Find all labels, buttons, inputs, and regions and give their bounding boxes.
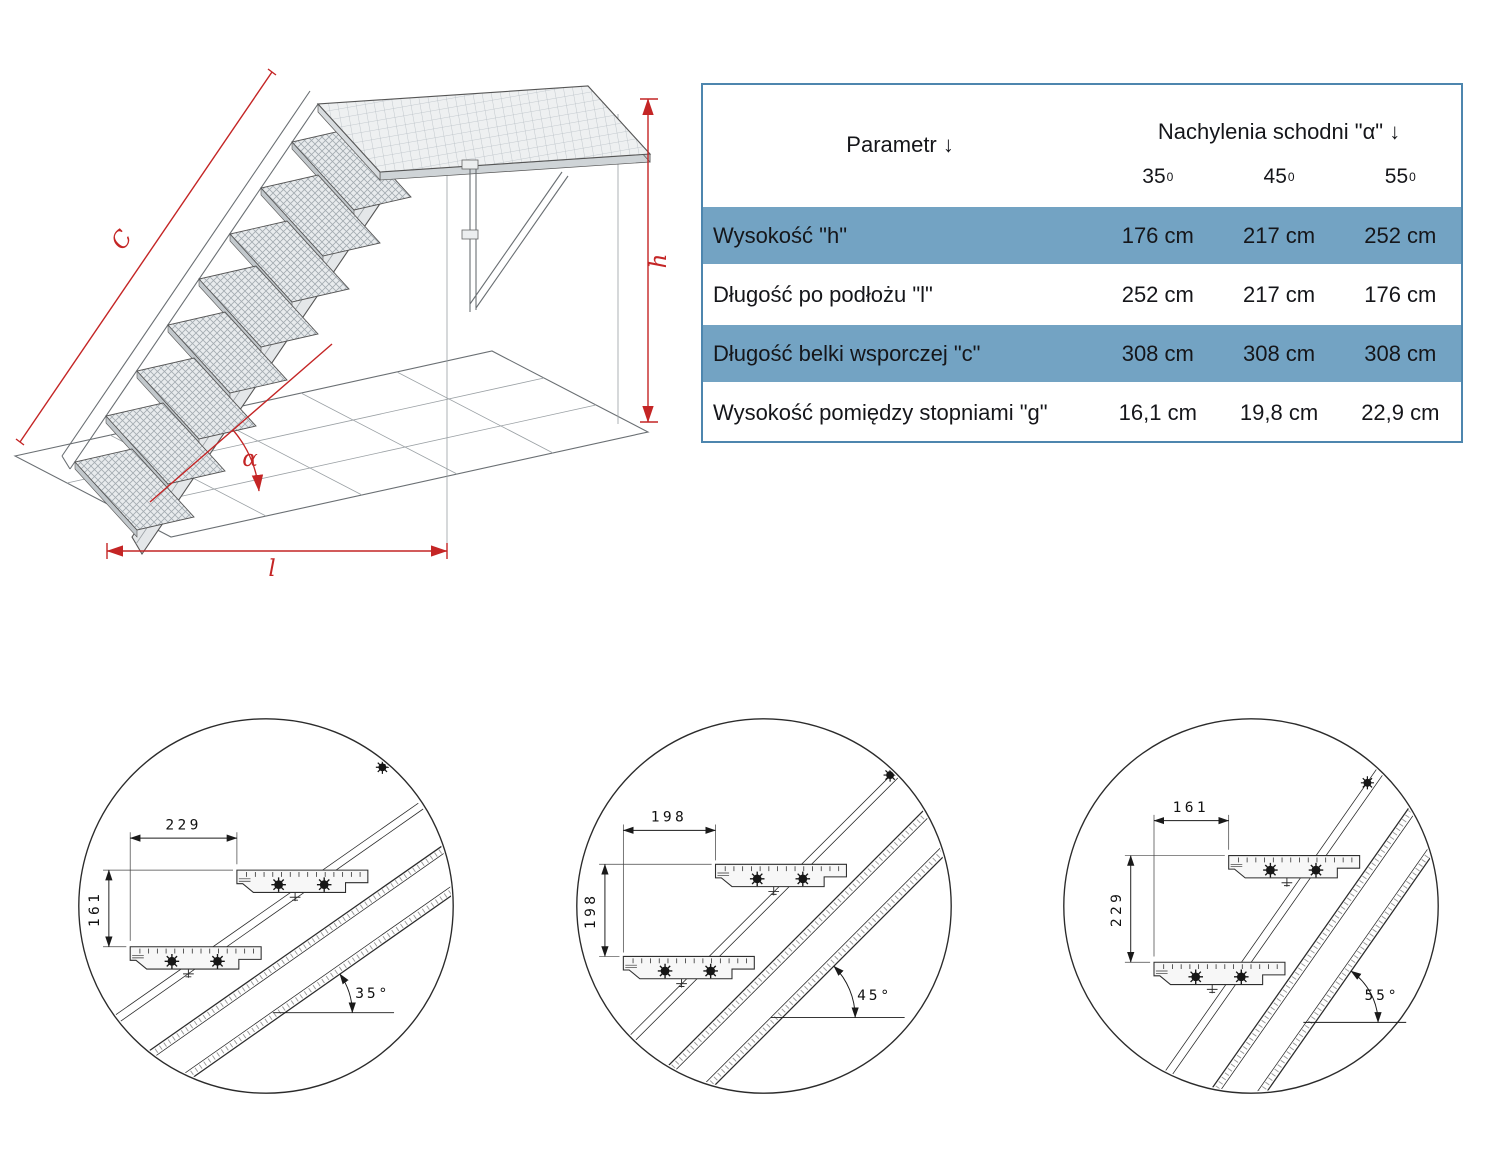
cell-value: 308 cm	[1242, 340, 1316, 366]
dimension-alpha: α	[149, 343, 333, 503]
row-label: Wysokość "h"	[713, 222, 848, 248]
angle-label: 35°	[355, 985, 390, 1002]
degree-mark: 0	[1409, 170, 1416, 184]
dimension-c: C	[15, 68, 277, 446]
detail-35-drawing: 229 161 35°	[78, 718, 454, 1094]
dim-l-label: l	[268, 556, 275, 582]
detail-55-drawing: 161 229 55°	[1063, 718, 1439, 1094]
detail-circle-outline	[1063, 718, 1439, 1094]
detail-circle-35: 229 161 35°	[72, 712, 460, 1100]
detail-45-dimensions: 198 198 45°	[582, 809, 905, 1019]
tread	[716, 864, 847, 895]
dim-h-label: h	[646, 254, 672, 269]
tread	[1229, 856, 1360, 887]
angle-label: 55°	[1364, 987, 1399, 1004]
detail-45-drawing: 198 198 45°	[576, 718, 952, 1094]
tread	[623, 956, 754, 987]
anchor-bolt-icon	[1360, 775, 1375, 790]
table-row: Długość po podłożu "l" 252 cm 217 cm 176…	[703, 264, 1461, 323]
angle-value: 35	[1142, 165, 1166, 188]
angle-label: 45°	[857, 987, 892, 1004]
tread	[1154, 962, 1285, 993]
run-dimension-label: 161	[1173, 799, 1209, 816]
cell-value: 22,9 cm	[1361, 399, 1440, 425]
cell-value: 176 cm	[1364, 281, 1437, 307]
cell-value: 16,1 cm	[1118, 399, 1197, 425]
rise-dimension-label: 229	[1108, 891, 1125, 927]
cell-value: 308 cm	[1121, 340, 1194, 366]
far-stringer	[61, 90, 319, 470]
angle-value: 55	[1384, 165, 1409, 188]
staircase-drawing-area: C h l α	[0, 4, 695, 664]
rise-dimension-label: 198	[582, 893, 599, 929]
cell-value: 176 cm	[1121, 222, 1194, 248]
dimension-l: l	[106, 543, 448, 582]
table-row: Wysokość pomiędzy stopniami "g" 16,1 cm …	[703, 382, 1461, 441]
detail-35-structure	[80, 760, 452, 1092]
cell-value: 252 cm	[1364, 222, 1437, 248]
detail-circle-45: 198 198 45°	[570, 712, 958, 1100]
tread	[237, 870, 368, 901]
run-dimension-label: 198	[651, 809, 687, 826]
detail-circle-55: 161 229 55°	[1057, 712, 1445, 1100]
header-nachylenia: Nachylenia schodni "α" ↓	[1157, 119, 1401, 144]
dimension-h: h	[640, 98, 672, 423]
row-label: Wysokość pomiędzy stopniami "g"	[713, 399, 1048, 425]
cell-value: 19,8 cm	[1239, 399, 1319, 425]
degree-mark: 0	[1287, 170, 1295, 184]
run-dimension-label: 229	[165, 816, 201, 833]
anchor-bolt-icon	[882, 767, 898, 783]
stair-treads	[74, 128, 412, 538]
detail-circle-outline	[78, 718, 454, 1094]
detail-55-structure	[1067, 741, 1437, 1092]
degree-mark: 0	[1166, 170, 1174, 184]
detail-45-structure	[578, 739, 950, 1092]
rise-dimension-label: 161	[86, 891, 103, 927]
tread	[130, 947, 261, 978]
table-row: Wysokość "h" 176 cm 217 cm 252 cm	[703, 205, 1461, 264]
cell-value: 252 cm	[1121, 281, 1194, 307]
detail-circle-outline	[576, 718, 952, 1094]
floor-grid	[13, 350, 650, 538]
table-row: Długość belki wsporczej "c" 308 cm 308 c…	[703, 323, 1461, 382]
cell-value: 308 cm	[1364, 340, 1437, 366]
platform	[316, 85, 652, 181]
row-label: Długość po podłożu "l"	[713, 281, 933, 307]
extension-lines	[446, 114, 619, 547]
angle-value: 45	[1263, 165, 1287, 188]
detail-55-dimensions: 161 229 55°	[1108, 799, 1407, 1023]
dim-alpha-label: α	[242, 446, 258, 472]
cell-value: 217 cm	[1242, 222, 1316, 248]
support-bracket	[461, 159, 569, 312]
cell-value: 217 cm	[1242, 281, 1316, 307]
staircase-isometric-drawing: C h l α	[13, 68, 672, 582]
header-parametr: Parametr ↓	[846, 132, 954, 157]
detail-35-dimensions: 229 161 35°	[86, 816, 395, 1014]
dim-c-label: C	[106, 225, 138, 254]
row-label: Długość belki wsporczej "c"	[713, 340, 981, 366]
